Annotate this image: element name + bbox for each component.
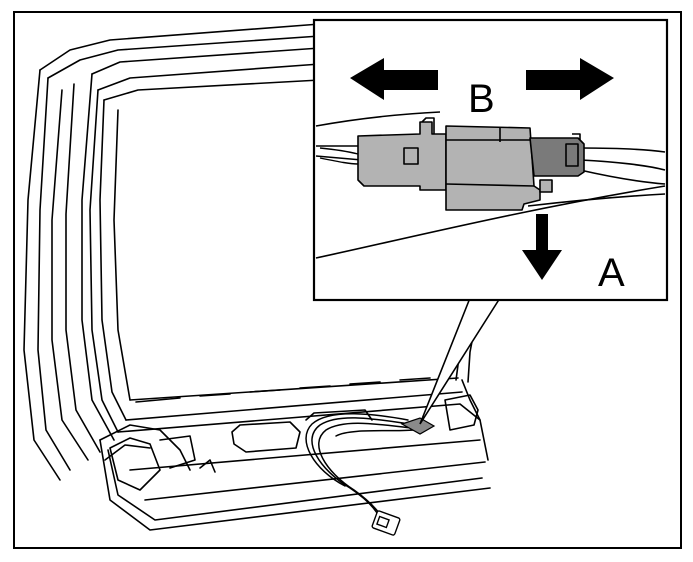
connector-right-half	[445, 125, 541, 211]
label-b: B	[468, 77, 495, 121]
arrow-left-icon	[350, 58, 440, 100]
label-a: A	[598, 251, 625, 295]
detail-callout: B A	[312, 18, 669, 302]
arrow-down-icon	[522, 214, 562, 280]
connector-location-mark	[400, 417, 436, 435]
harness-end-connector	[371, 510, 401, 536]
wire-harness	[305, 413, 415, 521]
callout-leader	[419, 297, 501, 425]
tailgate-panel	[23, 23, 491, 531]
arrow-right-icon	[526, 58, 614, 100]
